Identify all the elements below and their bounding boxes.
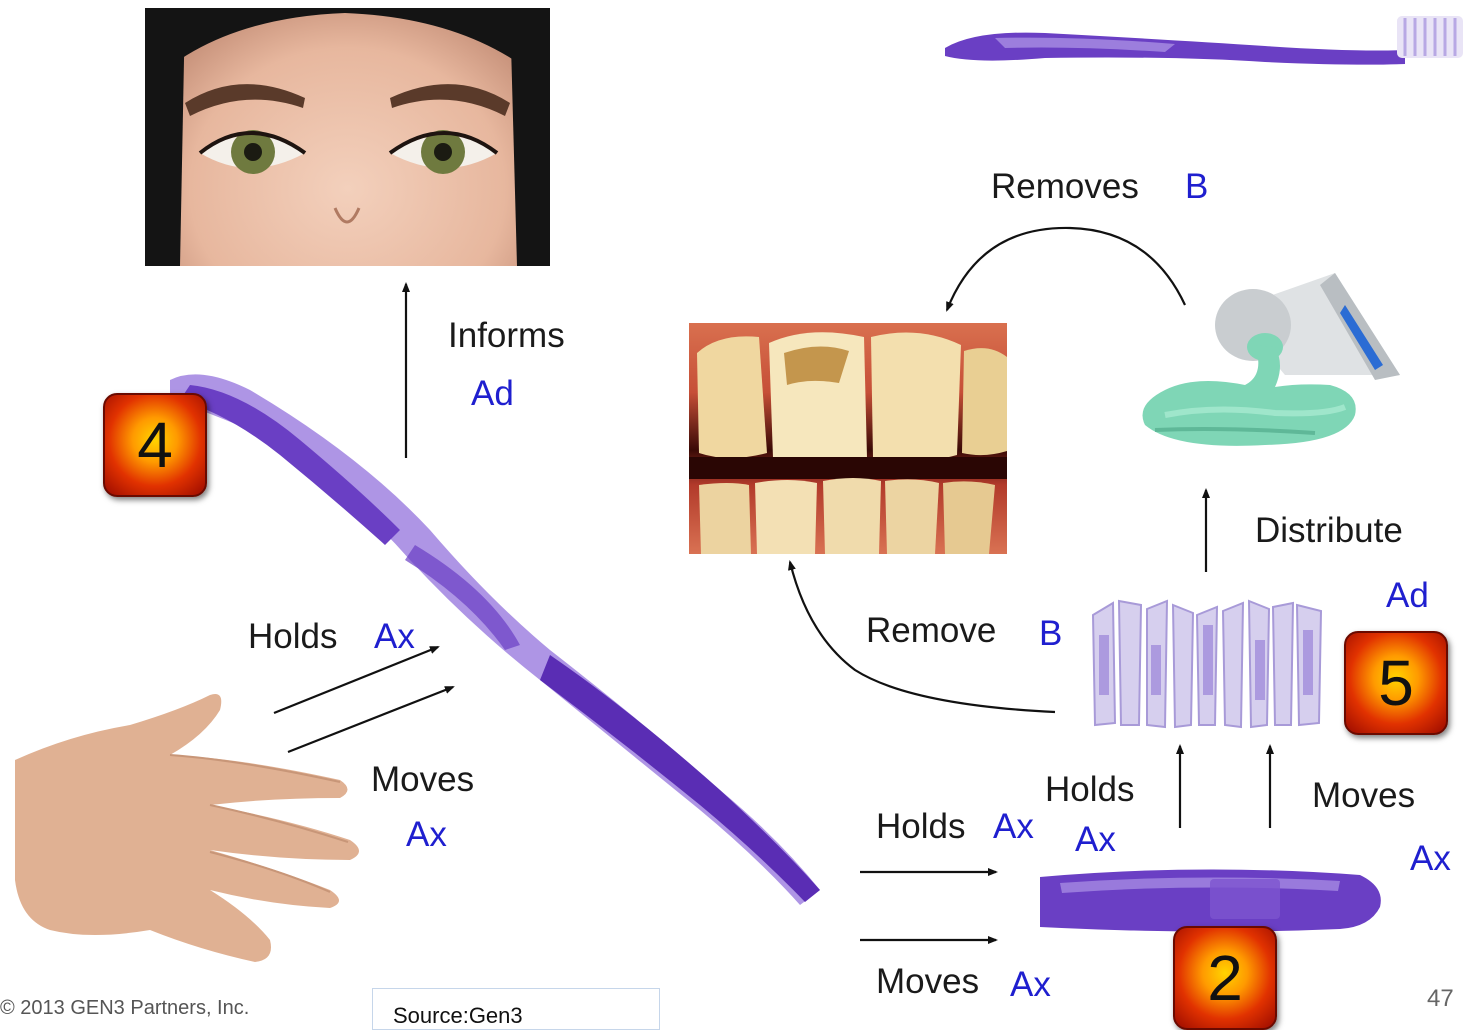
moves-label-bottom: Moves xyxy=(876,964,979,999)
moves-code-left: Ax xyxy=(406,817,447,852)
removes-code: B xyxy=(1185,169,1208,204)
holds-code-bristles: Ax xyxy=(1075,822,1116,857)
remove-code: B xyxy=(1039,616,1062,651)
moves-code-bristles: Ax xyxy=(1410,841,1451,876)
moves-code-bottom: Ax xyxy=(1010,967,1051,1002)
removes-label: Removes xyxy=(991,169,1139,204)
copyright-text: © 2013 GEN3 Partners, Inc. xyxy=(0,997,249,1020)
page-number: 47 xyxy=(1427,985,1454,1013)
informs-label: Informs xyxy=(448,318,565,353)
badge-4: 4 xyxy=(103,393,207,497)
remove-label: Remove xyxy=(866,613,996,648)
holds-label-left: Holds xyxy=(248,619,337,654)
badge-2: 2 xyxy=(1173,926,1277,1030)
holds-label-bristles: Holds xyxy=(1045,772,1134,807)
informs-code: Ad xyxy=(471,376,514,411)
distribute-code: Ad xyxy=(1386,578,1429,613)
distribute-label: Distribute xyxy=(1255,513,1403,548)
moves-label-left: Moves xyxy=(371,762,474,797)
moves-label-bristles: Moves xyxy=(1312,778,1415,813)
holds-label-mid: Holds xyxy=(876,809,965,844)
badge-5: 5 xyxy=(1344,631,1448,735)
holds-code-mid: Ax xyxy=(993,809,1034,844)
source-text: Source:Gen3 xyxy=(393,1003,523,1028)
holds-code-left: Ax xyxy=(374,619,415,654)
source-box: Source:Gen3 xyxy=(372,988,660,1030)
